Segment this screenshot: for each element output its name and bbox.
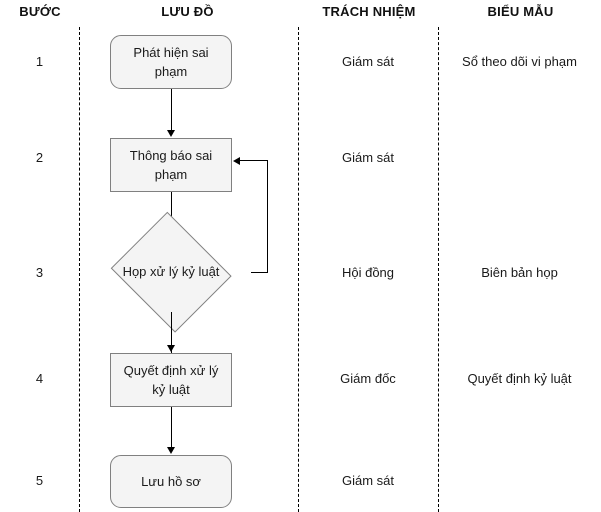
connector-1-to-2-arrowhead xyxy=(167,130,175,137)
feedback-loop-segment-up xyxy=(267,160,268,272)
form-row-3: Biên bản họp xyxy=(481,265,558,280)
step-number-4: 4 xyxy=(35,371,44,386)
connector-4-to-5-line xyxy=(171,407,172,449)
column-header-form: BIỂU MẪU xyxy=(487,4,554,19)
column-divider-3 xyxy=(438,27,439,512)
responsibility-row-2: Giám sát xyxy=(341,150,394,165)
connector-3-to-4-line xyxy=(171,312,172,354)
flow-node-3-discipline-meeting[interactable]: Họp xử lý kỷ luật xyxy=(91,211,251,333)
responsibility-row-1: Giám sát xyxy=(341,54,394,69)
column-divider-2 xyxy=(298,27,299,512)
feedback-loop-segment-left xyxy=(240,160,268,161)
responsibility-row-3: Hội đồng xyxy=(341,265,395,280)
connector-4-to-5-arrowhead xyxy=(167,447,175,454)
flow-node-4-discipline-decision[interactable]: Quyết định xử lý kỷ luật xyxy=(110,353,232,407)
form-row-1: Sổ theo dõi vi phạm xyxy=(462,54,577,69)
feedback-loop-segment-right xyxy=(251,272,268,273)
step-number-5: 5 xyxy=(35,473,44,488)
form-row-4: Quyết định kỷ luật xyxy=(467,371,572,386)
responsibility-row-4: Giám đốc xyxy=(340,371,396,386)
flow-node-5-archive-record[interactable]: Lưu hồ sơ xyxy=(110,455,232,508)
feedback-loop-arrowhead xyxy=(233,157,240,165)
step-number-1: 1 xyxy=(35,54,44,69)
column-header-step: BƯỚC xyxy=(19,4,61,19)
step-number-2: 2 xyxy=(35,150,44,165)
responsibility-row-5: Giám sát xyxy=(341,473,394,488)
flow-node-3-label: Họp xử lý kỷ luật xyxy=(122,264,220,279)
column-header-flowchart: LƯU ĐỒ xyxy=(161,4,214,19)
column-header-responsibility: TRÁCH NHIỆM xyxy=(322,4,416,19)
connector-2-to-3-line xyxy=(171,192,172,234)
flow-node-1-detect-violation[interactable]: Phát hiện sai phạm xyxy=(110,35,232,89)
flow-node-2-notify-violation[interactable]: Thông báo sai phạm xyxy=(110,138,232,192)
step-number-3: 3 xyxy=(35,265,44,280)
column-divider-1 xyxy=(79,27,80,512)
connector-1-to-2-line xyxy=(171,89,172,132)
connector-3-to-4-arrowhead xyxy=(167,345,175,352)
